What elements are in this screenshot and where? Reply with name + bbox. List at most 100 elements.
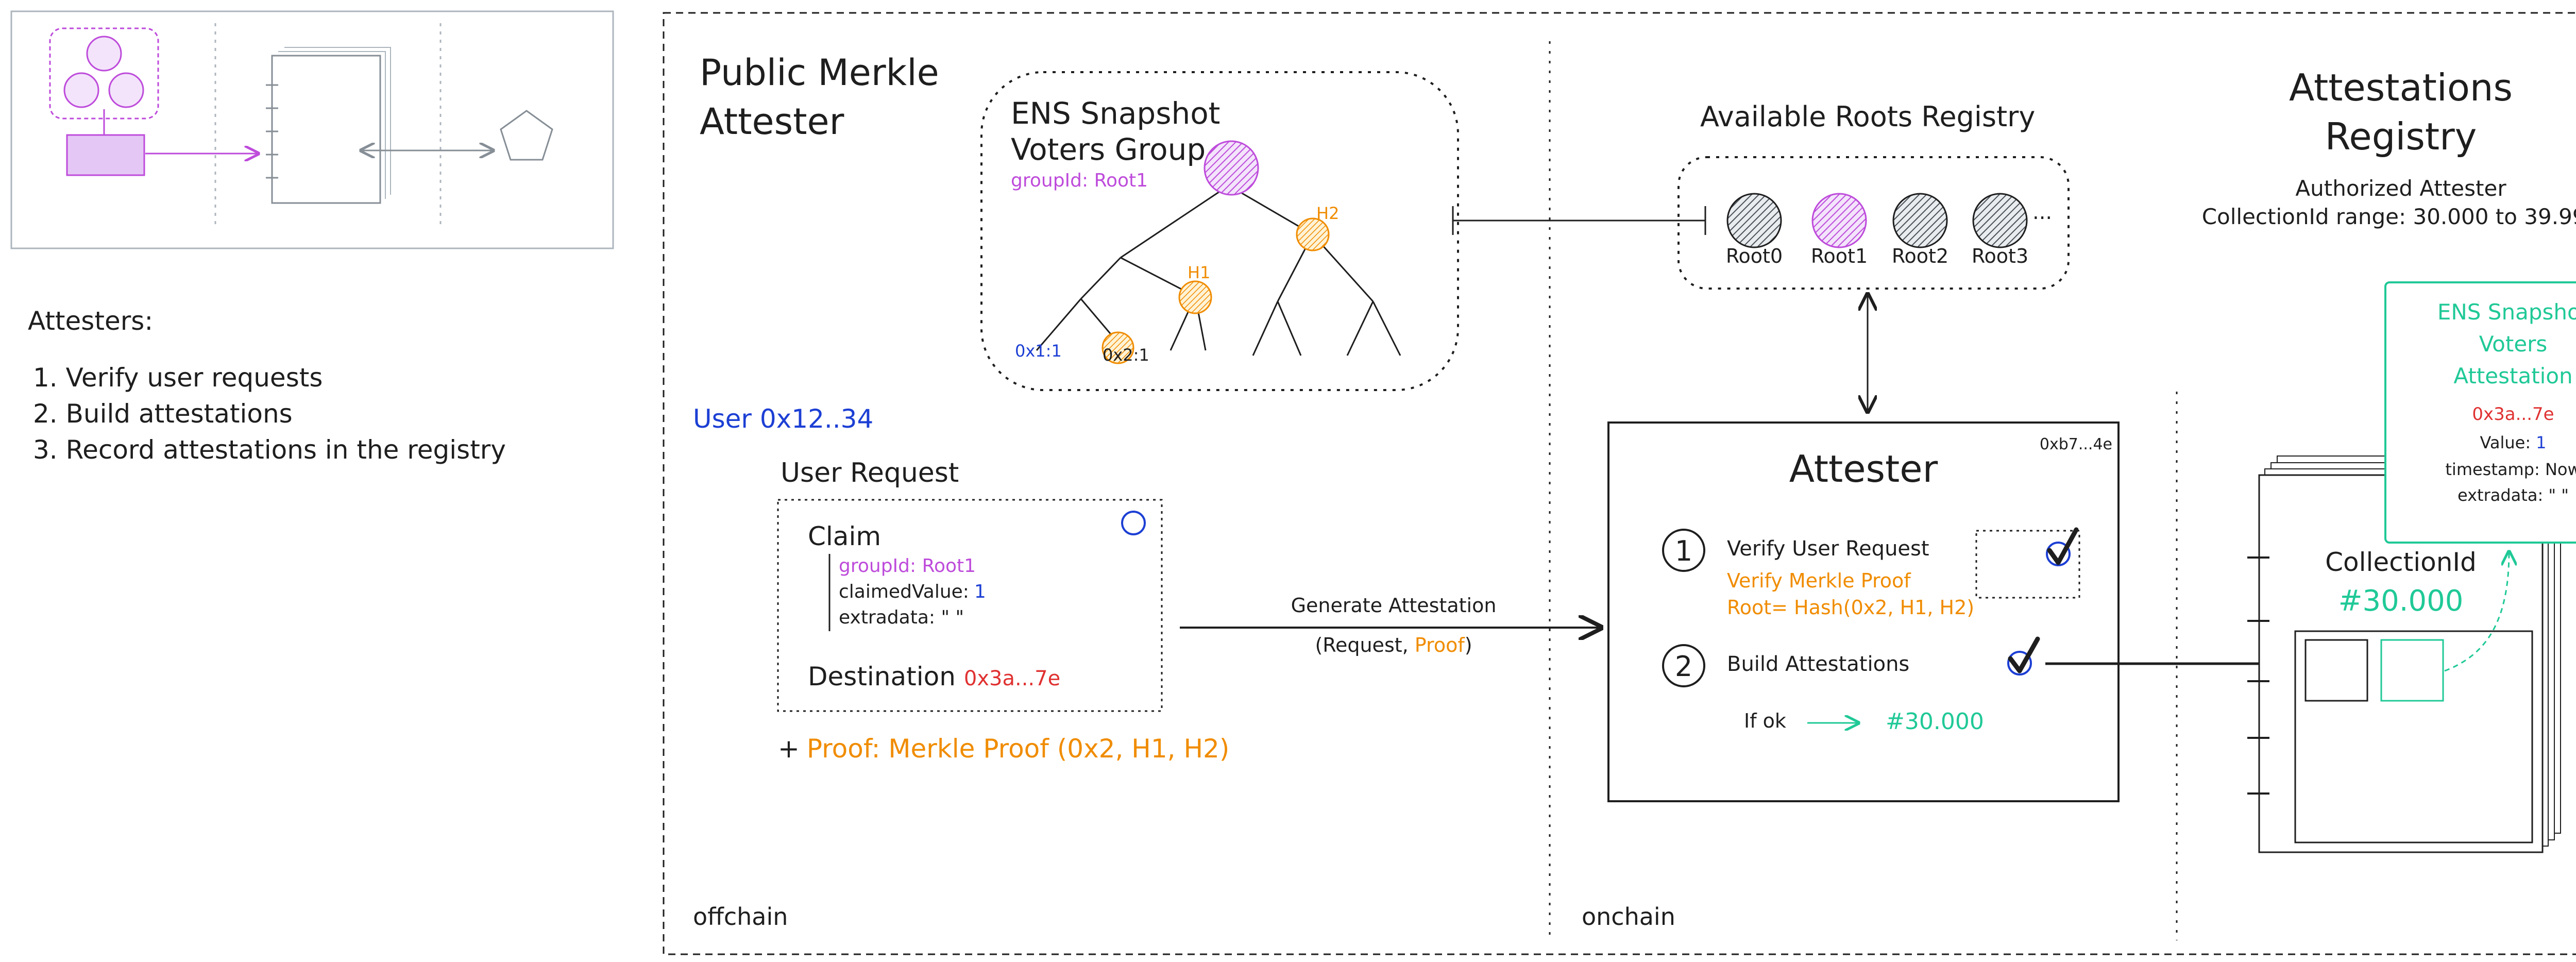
thumbnail-circle-top xyxy=(86,36,122,72)
if-ok-label: If ok xyxy=(1744,710,1786,732)
overview-thumbnail xyxy=(10,10,614,249)
destination-label: Destination xyxy=(808,662,956,691)
offchain-label: offchain xyxy=(693,903,788,931)
step1-circle xyxy=(1662,529,1705,572)
proof-row: +Proof: Merkle Proof (0x2, H1, H2) xyxy=(778,734,1229,764)
root1-label: Root1 xyxy=(1811,245,1868,267)
user-request-box xyxy=(777,499,1163,712)
roots-registry-title: Available Roots Registry xyxy=(1700,100,2035,133)
existing-attestation-slot xyxy=(2304,639,2368,702)
claim-claimed-value: claimedValue:1 xyxy=(839,581,986,602)
if-ok-value: #30.000 xyxy=(1886,708,1984,735)
merkle-h1-node xyxy=(1178,280,1212,314)
public-merkle-attester-title-2: Attester xyxy=(700,100,844,143)
root2-label: Root2 xyxy=(1892,245,1948,267)
attester-box xyxy=(1607,421,2120,802)
thumbnail-pentagon xyxy=(500,110,553,161)
proof-plus: + xyxy=(778,734,800,764)
merkle-h1-label: H1 xyxy=(1188,263,1210,282)
claim-label: Claim xyxy=(808,521,881,551)
attestation-extradata: extradata: " " xyxy=(2458,485,2569,505)
thumbnail-book-rings xyxy=(266,84,278,179)
attestation-value: 1 xyxy=(2536,433,2546,452)
attesters-list-item-2: 2. Build attestations xyxy=(33,399,293,429)
step2-checkmark-icon xyxy=(2008,636,2040,673)
ens-voters-group: ENS Snapshot Voters Group groupId: Root1… xyxy=(980,71,1459,391)
attestation-card-title-1: ENS Snapshot xyxy=(2437,299,2576,325)
thumbnail-circle-right xyxy=(108,72,144,108)
main-frame xyxy=(663,12,2576,955)
claimed-value: 1 xyxy=(974,581,986,602)
root0-label: Root0 xyxy=(1726,245,1783,267)
attestation-card-box xyxy=(2384,281,2576,544)
merkle-h2-label: H2 xyxy=(1316,204,1339,223)
generate-attestation-args: (Request, Proof) xyxy=(1315,634,1472,656)
user-request-circle-icon xyxy=(1121,511,1146,535)
new-attestation-slot xyxy=(2380,639,2444,702)
book-rings xyxy=(2247,556,2269,795)
ens-group-title-2: Voters Group xyxy=(1011,132,1206,167)
attesters-list: Attesters: 1. Verify user requests 2. Bu… xyxy=(28,306,506,465)
attester-title: Attester xyxy=(1789,447,1938,491)
step1-checkmark-icon xyxy=(2047,527,2079,565)
merkle-leaf2-label: 0x2:1 xyxy=(1103,345,1149,365)
root3-node xyxy=(1972,193,2028,248)
step2-label: Build Attestations xyxy=(1727,652,1909,676)
registry-title-1: Attestations xyxy=(2289,66,2513,109)
attestation-owner: 0x3a...7e xyxy=(2472,404,2554,425)
step1-label: Verify User Request xyxy=(1727,537,1929,561)
public-merkle-attester-title-1: Public Merkle xyxy=(700,52,939,94)
claim-group-id: groupId: Root1 xyxy=(839,555,976,577)
generate-request: (Request, xyxy=(1315,634,1414,656)
generate-attestation-label: Generate Attestation xyxy=(1291,594,1497,617)
thumbnail-registry-book xyxy=(271,55,381,204)
root3-label: Root3 xyxy=(1972,245,2028,267)
root0-node xyxy=(1726,193,1782,248)
step2-circle xyxy=(1662,644,1705,687)
claim-extradata: extradata: " " xyxy=(839,607,964,628)
registry-authorized: Authorized Attester xyxy=(2295,176,2506,201)
collection-id-value: #30.000 xyxy=(2338,584,2464,618)
merkle-tree xyxy=(1036,184,1401,356)
attesters-list-item-3: 3. Record attestations in the registry xyxy=(33,435,506,465)
thumbnail-circle-left xyxy=(63,72,99,108)
root2-node xyxy=(1892,193,1948,248)
ens-group-id: groupId: Root1 xyxy=(1011,170,1148,191)
attestation-timestamp: timestamp: Now xyxy=(2445,460,2576,479)
step1-check-circle xyxy=(2046,542,2071,566)
user-request-card: Claim groupId: Root1 claimedValue:1 extr… xyxy=(777,499,1163,712)
claimed-value-label: claimedValue: xyxy=(839,581,969,602)
collection-shelf xyxy=(2294,630,2533,843)
merkle-leaf2-node xyxy=(1101,331,1134,364)
user-label: User 0x12..34 xyxy=(693,404,873,434)
attesters-list-item-1: 1. Verify user requests xyxy=(33,363,323,393)
attesters-list-title: Attesters: xyxy=(28,306,153,336)
ens-group-title-1: ENS Snapshot xyxy=(1011,96,1220,131)
step2-check-circle xyxy=(2007,651,2032,676)
step1-detail-1: Verify Merkle Proof xyxy=(1727,569,1911,592)
ens-group-box xyxy=(980,71,1459,391)
merkle-root-node xyxy=(1204,140,1259,196)
onchain-label: onchain xyxy=(1582,903,1675,931)
registry-title-2: Registry xyxy=(2325,115,2477,158)
attester-card: Attester 0xb7...4e 1 Verify User Request… xyxy=(1607,421,2120,802)
attestation-card-title-3: Attestation xyxy=(2453,363,2572,389)
registry-range: CollectionId range: 30.000 to 39.999 xyxy=(2202,204,2576,229)
step1-detail-2: Root= Hash(0x2, H1, H2) xyxy=(1727,596,1974,619)
attestation-card: ENS Snapshot Voters Attestation 0x3a...7… xyxy=(2384,281,2576,544)
step2-number: 2 xyxy=(1675,650,1692,683)
merkle-h2-node xyxy=(1296,217,1330,251)
user-request-title: User Request xyxy=(781,458,959,488)
slot-to-card-arrow xyxy=(2444,551,2509,672)
roots-registry: Available Roots Registry Root0 Root1 Roo… xyxy=(1677,100,2070,290)
roots-more: ... xyxy=(2032,200,2052,224)
attester-address: 0xb7...4e xyxy=(2040,435,2112,453)
root1-node xyxy=(1811,193,1867,248)
attestation-card-title-2: Voters xyxy=(2479,331,2548,357)
collection-id-label: CollectionId xyxy=(2325,547,2477,577)
merkle-leaf1-label: 0x1:1 xyxy=(1015,341,1062,361)
step1-check-box xyxy=(1975,530,2080,599)
thumbnail-attester-box xyxy=(66,134,145,176)
